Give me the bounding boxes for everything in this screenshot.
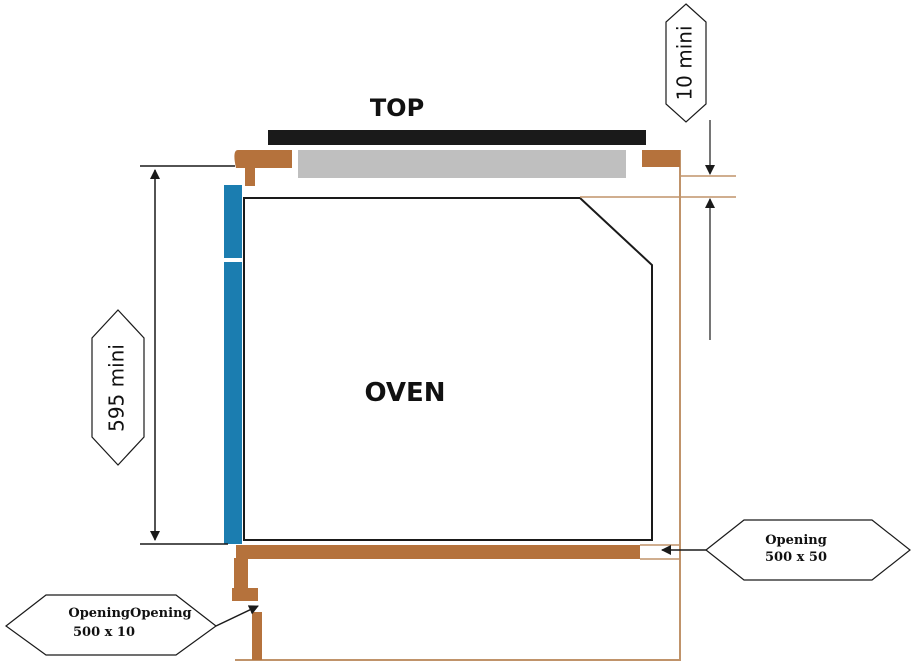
height-dimension-label: 595 mini bbox=[105, 344, 129, 432]
cabinet-left-lower-leg bbox=[252, 612, 262, 660]
opening-left-leader bbox=[215, 605, 259, 627]
gap-dimension-label: 10 mini bbox=[673, 25, 697, 100]
oven-door-lower bbox=[224, 262, 242, 544]
oven-label: OVEN bbox=[364, 378, 445, 408]
cabinet-left-lower-block bbox=[232, 588, 258, 601]
opening-right-line1: Opening bbox=[765, 533, 827, 548]
oven-body bbox=[243, 197, 653, 541]
hob-unit bbox=[298, 150, 626, 178]
worktop-label: TOP bbox=[370, 94, 424, 122]
cabinet-left-lower-post bbox=[234, 558, 248, 588]
height-dimension-badge bbox=[91, 309, 145, 466]
cabinet-right-top-bracket bbox=[642, 150, 680, 167]
cabinet-left-top-bracket bbox=[234, 150, 292, 186]
opening-right-badge bbox=[705, 519, 911, 581]
rear-opening-gap bbox=[640, 544, 680, 560]
cabinet-outline bbox=[235, 150, 681, 661]
oven-door-upper bbox=[224, 185, 242, 258]
opening-right-line2: 500 x 50 bbox=[765, 550, 827, 565]
oven-shelf bbox=[236, 545, 640, 559]
worktop bbox=[268, 130, 646, 145]
opening-left-line1: OpeningOpening bbox=[68, 606, 191, 621]
opening-left-line2: 500 x 10 bbox=[73, 625, 135, 640]
gap-dimension-badge bbox=[665, 3, 707, 123]
